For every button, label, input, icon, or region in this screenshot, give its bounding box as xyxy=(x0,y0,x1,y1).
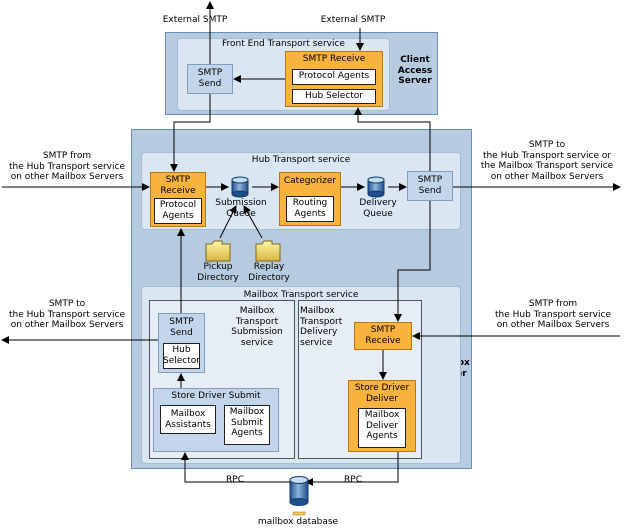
mailbox-submit-agents-label: Mailbox Submit Agents xyxy=(229,407,265,439)
smtp-to-left-label: SMTP to the Hub Transport service on oth… xyxy=(8,299,125,331)
hub-smtp-send xyxy=(407,171,453,201)
replay-directory-label: Replay Directory xyxy=(248,262,290,283)
fe-hub-selector-label: Hub Selector xyxy=(304,91,364,101)
arrow-db-to-submit xyxy=(181,452,292,483)
front-end-transport-label: Front End Transport service xyxy=(222,39,345,49)
fe-smtp-send xyxy=(187,64,233,94)
hub-routing-agents-label: Routing Agents xyxy=(292,198,328,219)
fe-protocol-agents-label: Protocol Agents xyxy=(298,71,370,81)
store-driver-deliver-label: Store Driver Deliver xyxy=(354,383,410,404)
mailbox-submit-agents xyxy=(224,405,270,445)
delivery-queue-icon xyxy=(367,176,385,198)
delivery-service-label: Mailbox Transport Delivery service xyxy=(300,306,343,348)
hub-protocol-agents-label: Protocol Agents xyxy=(159,200,197,221)
hub-smtp-receive-label: SMTP Receive xyxy=(160,175,196,196)
hub-smtp-send-label: SMTP Send xyxy=(417,175,443,196)
submission-queue-label: Submission Queue xyxy=(215,198,267,219)
arrow-hub-send-to-mt-receive xyxy=(394,201,431,322)
arrow-hub-send-to-fe-receive xyxy=(354,107,431,171)
mailbox-deliver-agents xyxy=(358,408,406,448)
mt-smtp-send-label: SMTP Send xyxy=(169,317,194,338)
submission-queue-icon xyxy=(231,176,249,198)
smtp-from-left-label: SMTP from the Hub Transport service on o… xyxy=(8,151,125,183)
mailbox-deliver-agents-label: Mailbox Deliver Agents xyxy=(364,410,400,442)
smtp-to-right-label: SMTP to the Hub Transport service or the… xyxy=(480,140,614,182)
mt-smtp-receive xyxy=(354,322,412,350)
fe-smtp-send-label: SMTP Send xyxy=(197,68,223,89)
hub-categorizer-label: Categorizer xyxy=(283,176,337,186)
pickup-directory-icon xyxy=(205,240,231,262)
replay-directory-icon xyxy=(255,240,281,262)
smtp-from-right-label: SMTP from the Hub Transport service on o… xyxy=(494,299,611,331)
rpc-right-label: RPC xyxy=(338,475,368,486)
fe-protocol-agents xyxy=(292,69,376,85)
arrow-fe-send-to-hub-receive xyxy=(170,94,211,172)
pickup-directory-label: Pickup Directory xyxy=(197,262,239,283)
hub-transport-label: Hub Transport service xyxy=(251,155,351,165)
mailbox-database-label: mailbox database xyxy=(257,517,339,527)
fe-hub-selector xyxy=(292,89,376,104)
mailbox-assistants xyxy=(160,405,216,434)
mt-hub-selector xyxy=(163,343,200,369)
arrow-pickup-to-queue xyxy=(219,205,237,239)
mt-smtp-receive-label: SMTP Receive xyxy=(365,325,401,346)
mailbox-database-icon xyxy=(289,476,309,516)
mailbox-transport-label: Mailbox Transport service xyxy=(243,290,359,300)
client-access-server-title: Client Access Server xyxy=(397,55,433,87)
rpc-left-label: RPC xyxy=(220,475,250,486)
fe-smtp-receive-label: SMTP Receive xyxy=(302,54,366,64)
store-driver-submit-label: Store Driver Submit xyxy=(171,391,261,401)
delivery-queue-label: Delivery Queue xyxy=(359,198,397,219)
arrow-deliver-to-db xyxy=(305,452,399,486)
external-smtp-right-label: External SMTP xyxy=(320,15,386,25)
hub-protocol-agents xyxy=(154,198,202,224)
external-smtp-left-label: External SMTP xyxy=(162,15,228,25)
submission-service-label: Mailbox Transport Submission service xyxy=(231,306,283,348)
mt-hub-selector-label: Hub Selector xyxy=(163,345,200,366)
arrow-replay-to-queue xyxy=(243,205,263,239)
mailbox-assistants-label: Mailbox Assistants xyxy=(165,409,211,430)
hub-routing-agents xyxy=(286,196,334,222)
